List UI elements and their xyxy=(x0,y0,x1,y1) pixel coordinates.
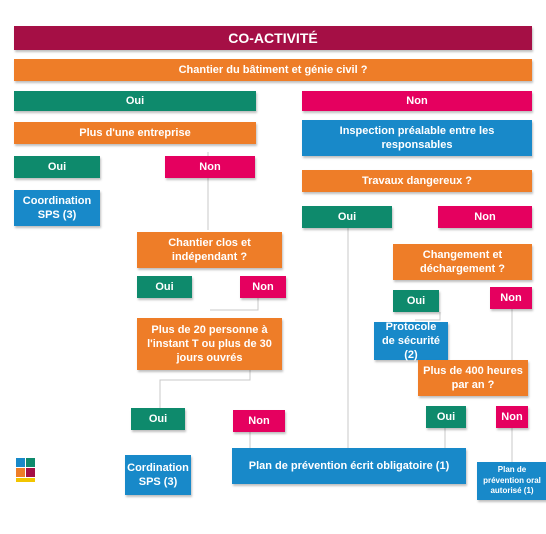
q2-yes-label: Oui xyxy=(47,160,67,173)
q6-no-label: Non xyxy=(500,291,522,304)
title-text: CO-ACTIVITÉ xyxy=(228,29,318,46)
logo-square-orange xyxy=(16,468,25,477)
q7-yes-box: Oui xyxy=(426,406,466,428)
q1-no-box: Non xyxy=(302,91,532,111)
question-plus-20-personnes: Plus de 20 personne à l'instant T ou plu… xyxy=(137,318,282,370)
logo-square-blue xyxy=(16,458,25,467)
result-cordination-sps-label: Cordination SPS (3) xyxy=(127,461,189,488)
q1-no-label: Non xyxy=(406,94,428,107)
q2-no-box: Non xyxy=(165,156,255,178)
question-plus-400-heures: Plus de 400 heures par an ? xyxy=(418,360,528,396)
q7-no-label: Non xyxy=(501,410,523,423)
q3-no-label: Non xyxy=(252,280,274,293)
question-plus-entreprise: Plus d'une entreprise xyxy=(14,122,256,144)
q6-yes-box: Oui xyxy=(393,290,439,312)
q3-no-box: Non xyxy=(240,276,286,298)
result-coordination-sps-label: Coordination SPS (3) xyxy=(22,194,92,221)
q5-yes-box: Oui xyxy=(302,206,392,228)
q7-no-box: Non xyxy=(496,406,528,428)
result-protocole-securite-label: Protocole de sécurité (2) xyxy=(381,320,441,362)
question-changement-dechargement-label: Changement et déchargement ? xyxy=(420,248,505,275)
logo-square-green xyxy=(26,458,35,467)
result-plan-prevention-oral: Plan de prévention oral autorisé (1) xyxy=(477,462,546,500)
question-chantier-clos: Chantier clos et indépendant ? xyxy=(137,232,282,268)
q2-no-label: Non xyxy=(199,160,221,173)
q4-no-box: Non xyxy=(233,410,285,432)
q7-yes-label: Oui xyxy=(436,410,456,423)
q4-yes-box: Oui xyxy=(131,408,185,430)
q5-no-box: Non xyxy=(438,206,532,228)
title-banner: CO-ACTIVITÉ xyxy=(14,26,532,50)
question-plus-20-personnes-label: Plus de 20 personne à l'instant T ou plu… xyxy=(147,323,272,365)
q1-yes-label: Oui xyxy=(125,94,145,107)
question-changement-dechargement: Changement et déchargement ? xyxy=(393,244,532,280)
q6-no-box: Non xyxy=(490,287,532,309)
result-coordination-sps: Coordination SPS (3) xyxy=(14,190,100,226)
q4-no-label: Non xyxy=(248,414,270,427)
q5-no-label: Non xyxy=(474,210,496,223)
q3-yes-box: Oui xyxy=(137,276,192,298)
logo-bar-yellow xyxy=(16,478,35,482)
logo xyxy=(16,458,76,486)
q5-yes-label: Oui xyxy=(337,210,357,223)
result-inspection-prealable: Inspection préalable entre les responsab… xyxy=(302,120,532,156)
result-cordination-sps: Cordination SPS (3) xyxy=(125,455,191,495)
question-plus-entreprise-label: Plus d'une entreprise xyxy=(79,126,191,139)
q1-yes-box: Oui xyxy=(14,91,256,111)
question-travaux-dangereux-label: Travaux dangereux ? xyxy=(361,174,473,187)
q2-yes-box: Oui xyxy=(14,156,100,178)
logo-square-red xyxy=(26,468,35,477)
q4-yes-label: Oui xyxy=(148,412,168,425)
result-inspection-prealable-label: Inspection préalable entre les responsab… xyxy=(339,124,495,151)
result-protocole-securite: Protocole de sécurité (2) xyxy=(374,320,448,362)
question-chantier-btp-label: Chantier du bâtiment et génie civil ? xyxy=(178,63,368,76)
question-travaux-dangereux: Travaux dangereux ? xyxy=(302,170,532,192)
q6-yes-label: Oui xyxy=(406,294,426,307)
question-chantier-clos-label: Chantier clos et indépendant ? xyxy=(168,236,251,263)
q3-yes-label: Oui xyxy=(155,280,174,293)
result-plan-prevention-oral-label: Plan de prévention oral autorisé (1) xyxy=(483,465,541,496)
result-plan-prevention-ecrit-label: Plan de prévention écrit obligatoire (1) xyxy=(248,459,450,472)
question-chantier-btp: Chantier du bâtiment et génie civil ? xyxy=(14,59,532,81)
question-plus-400-heures-label: Plus de 400 heures par an ? xyxy=(423,364,523,391)
result-plan-prevention-ecrit: Plan de prévention écrit obligatoire (1) xyxy=(232,448,466,484)
